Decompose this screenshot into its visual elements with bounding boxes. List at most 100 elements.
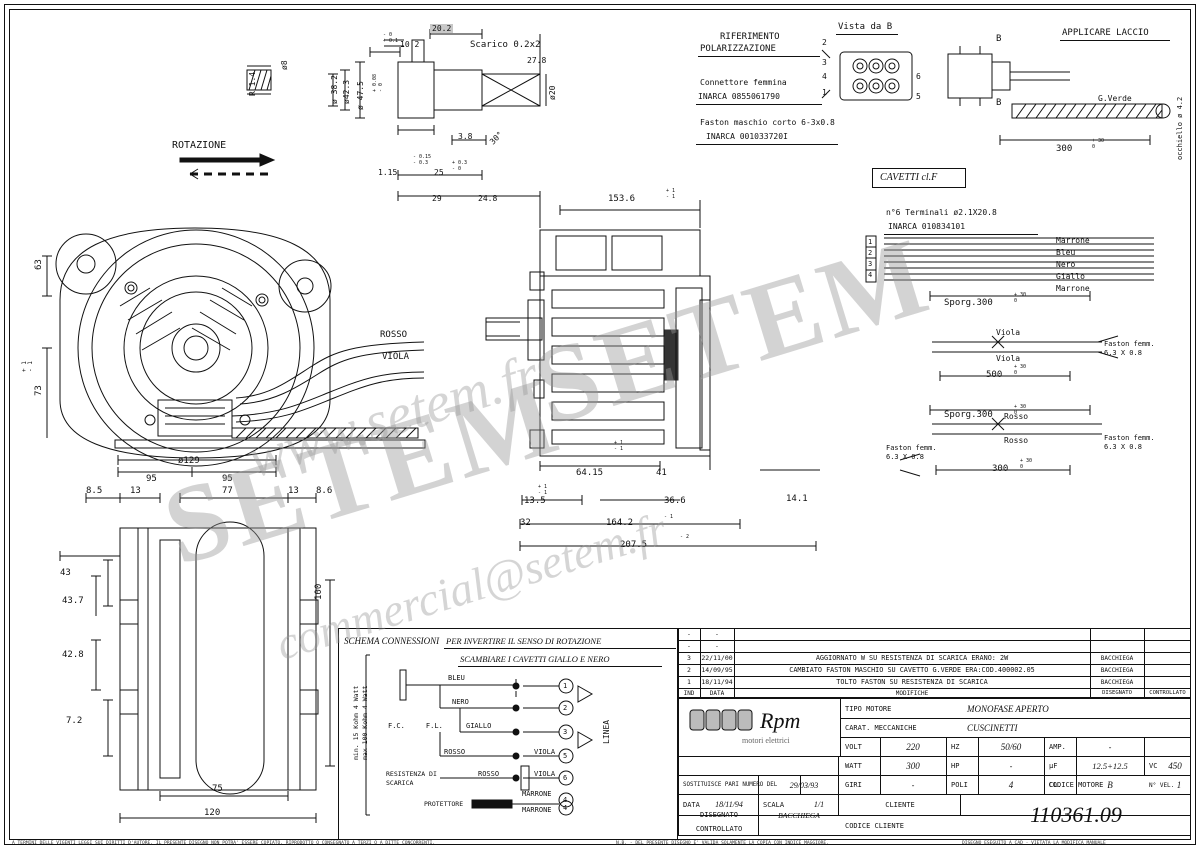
rev-hdr-ind: IND xyxy=(683,689,695,697)
tb-v-c xyxy=(978,737,979,795)
cavetti-color-marrone-1: Marrone xyxy=(1056,236,1090,245)
tb-v-i xyxy=(800,775,801,794)
poli-label: POLI xyxy=(951,781,968,789)
controllato-label: CONTROLLATO xyxy=(695,825,743,833)
dim-2075: 207.5 xyxy=(620,540,648,550)
rev-r4-dis: BACCHIEGA xyxy=(1100,678,1134,686)
rev-col2 xyxy=(734,628,735,698)
underline-laccio xyxy=(1060,40,1170,41)
cl-value: B xyxy=(1107,780,1113,790)
rev-r2-mod: AGGIORNATO W SU RESISTENZA DI SCARICA ER… xyxy=(815,654,1009,662)
rev-r4-ind: 1 xyxy=(687,678,691,686)
dim-20: ø20 xyxy=(548,85,557,100)
cavetti-color-nero: Nero xyxy=(1056,260,1076,269)
disegnato-value: BACCHIEGA xyxy=(778,810,820,820)
tol-300-verde: + 30 0 xyxy=(1092,138,1105,150)
nvel-value: 1 xyxy=(1176,780,1182,790)
dim-85: 8.5 xyxy=(86,486,103,496)
label-scarico: Scarico 0.2x2 xyxy=(470,40,541,50)
schema-pin-2: 2 xyxy=(563,704,568,712)
dim-437: 43.7 xyxy=(62,596,84,606)
label-polarizzazione: POLARIZZAZIONE xyxy=(700,44,776,54)
dim-38: 3.8 xyxy=(458,132,473,141)
label-rosso-left: ROSSO xyxy=(380,330,408,340)
brand-sub: motori elettrici xyxy=(742,736,790,745)
note-left: A TERMINI DELLE VIGENTI LEGGI SUI DIRITT… xyxy=(12,841,436,846)
tol-sporg300-b: + 30 0 xyxy=(1014,404,1027,416)
dim-75: 75 xyxy=(212,784,223,794)
dim-278: 27.8 xyxy=(527,56,547,65)
dim-120: 120 xyxy=(204,808,221,818)
brand-name: Rpm xyxy=(760,708,801,733)
rev-r3-dis: BACCHIEGA xyxy=(1100,666,1134,674)
cavetti-num-1: 1 xyxy=(868,238,873,246)
label-faston-femm-3: Faston femm. 6.3 X 0.8 xyxy=(1104,434,1155,451)
tb-h-4 xyxy=(678,775,1191,776)
tol-382: + 0.08 - 0 xyxy=(372,73,384,92)
tipo-motore-value: MONOFASE APERTO xyxy=(967,704,1049,714)
schema-block xyxy=(338,628,678,840)
dim-2075-tol: - 2 xyxy=(680,534,690,540)
tol-500: + 30 0 xyxy=(1014,364,1027,376)
tb-h-6 xyxy=(678,815,1191,816)
dim-135: 13.5 xyxy=(524,496,546,506)
schema-marrone-1: MARRONE xyxy=(522,790,552,798)
schema-wire-nero: NERO xyxy=(452,698,469,706)
hz-value: 50/60 xyxy=(1000,742,1022,752)
schema-resistenza: RESISTENZA DI SCARICA xyxy=(386,770,437,787)
label-faston-femm-1: Faston femm. 6.3 X 0.8 xyxy=(1104,340,1155,357)
title-block xyxy=(678,698,1191,836)
schema-fc-fl: F.C. F.L. xyxy=(388,722,443,730)
rev-row3 xyxy=(678,664,1191,665)
dim-1642: 164.2 xyxy=(606,518,634,528)
label-terminali: n°6 Terminali ø2.1X20.8 xyxy=(886,208,997,217)
rev-r4-data: 18/11/94 xyxy=(701,678,733,686)
tb-v-e xyxy=(1076,737,1077,795)
rev-r0-data: - xyxy=(715,630,719,638)
dim-102: 10.2 xyxy=(400,40,420,49)
schema-wire-giallo: GIALLO xyxy=(466,722,492,730)
dim-115: 1.15 xyxy=(378,168,398,177)
rev-hdr-mod: MODIFICHE xyxy=(895,689,929,697)
tb-v-h xyxy=(758,775,759,836)
note-mid: N.B. - DEL PRESENTE DISEGNO E' VALIDA SO… xyxy=(616,841,829,846)
dim-63: 63 xyxy=(34,259,44,270)
pin-6: 6 xyxy=(916,72,921,81)
schema-wire-rosso-2: ROSSO xyxy=(478,770,500,778)
label-occhiello: occhiello ø 4.2 xyxy=(1176,96,1184,160)
rev-r1-ind: - xyxy=(687,642,691,650)
schema-wire-rosso-1: ROSSO xyxy=(444,748,466,756)
rev-r3-ind: 2 xyxy=(687,666,691,674)
dim-95b: 95 xyxy=(222,474,233,484)
label-riferimento: RIFERIMENTO xyxy=(720,32,780,42)
label-applicare-laccio: APPLICARE LACCIO xyxy=(1062,28,1149,38)
rev-row1 xyxy=(678,640,1191,641)
schema-note1: PER INVERTIRE IL SENSO DI ROTAZIONE xyxy=(446,636,602,646)
pin-2: 2 xyxy=(822,38,827,47)
tb-v-g xyxy=(838,756,839,815)
tol-center-b: + 1 - 1 xyxy=(614,440,624,452)
dim-32: 32 xyxy=(520,518,531,528)
tol-15: - 0.15 - 0.3 xyxy=(413,154,432,166)
dim-20-box: 20.2 xyxy=(430,24,454,33)
schema-note2-underline xyxy=(458,666,662,667)
rev-hdr-dis: DISEGNATO xyxy=(1102,690,1132,696)
dim-475: ø 47.5 xyxy=(356,81,365,110)
dim-6415: 64.15 xyxy=(576,468,604,478)
label-g-verde: G.Verde xyxy=(1098,94,1132,103)
cl-label: CL. xyxy=(1049,781,1062,789)
dim-25: 25 xyxy=(434,168,444,177)
cavetti-num-3: 3 xyxy=(868,260,873,268)
tipo-motore-label: TIPO MOTORE xyxy=(845,705,892,713)
cavetti-num-4: 4 xyxy=(868,271,873,279)
dim-244: 24.8 xyxy=(478,194,498,203)
sostituisce-label: SOSTITUISCE PARI NUMERO DEL xyxy=(683,782,778,788)
dim-73: 73 xyxy=(34,385,44,396)
schema-pin-4b: 4 xyxy=(563,804,568,812)
rev-row4 xyxy=(678,676,1191,677)
tb-v-d xyxy=(1044,737,1045,795)
scala-value: 1/1 xyxy=(813,800,825,809)
watt-value: 300 xyxy=(906,761,920,771)
label-viola-2: Viola xyxy=(996,354,1021,363)
